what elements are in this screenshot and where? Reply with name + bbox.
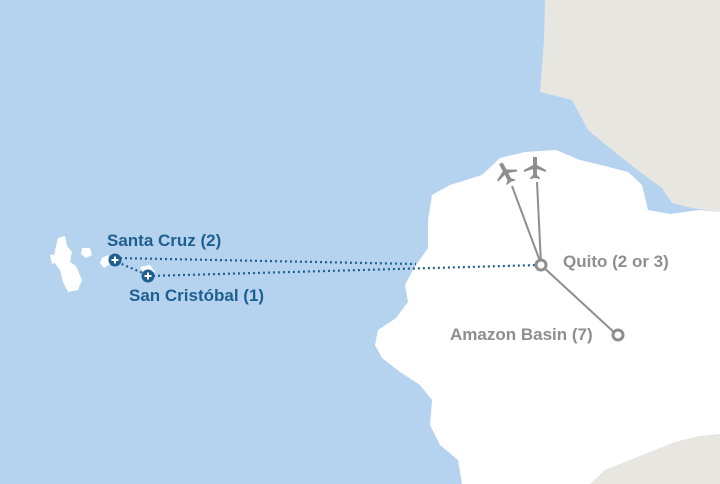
santa-cruz-label: Santa Cruz (2) — [107, 231, 222, 250]
mainland-routes — [511, 181, 618, 336]
amazon-basin-marker — [611, 328, 625, 342]
galapagos-flight-routes — [114, 256, 541, 278]
amazon-basin-label: Amazon Basin (7) — [450, 325, 593, 344]
neighbor-land-north — [540, 0, 720, 212]
galapagos-island-fernandina — [50, 254, 57, 264]
ring-icon — [534, 258, 548, 272]
galapagos-island-isabela — [54, 236, 82, 292]
quito-marker — [534, 258, 548, 272]
ring-icon — [611, 328, 625, 342]
route-san-cristobal-to-quito — [147, 263, 541, 278]
airplane-icon — [524, 157, 546, 179]
santa-cruz-marker — [108, 253, 122, 267]
mainland — [375, 150, 720, 484]
san-cristobal-label: San Cristóbal (1) — [129, 286, 265, 305]
route-santa-cruz-to-quito — [114, 256, 417, 266]
flight-line-2 — [536, 181, 542, 265]
flight-line-1 — [511, 185, 542, 265]
route-quito-to-amazon-basin — [540, 264, 618, 336]
galapagos-island-santiago — [81, 248, 92, 258]
neighbor-land-south — [590, 434, 720, 484]
airplane-icon — [497, 162, 518, 186]
galapagos-island-santa-cruz — [100, 255, 110, 268]
quito-label: Quito (2 or 3) — [563, 252, 669, 271]
san-cristobal-marker — [141, 269, 155, 283]
route-santa-cruz-to-san-cristobal — [116, 260, 146, 276]
